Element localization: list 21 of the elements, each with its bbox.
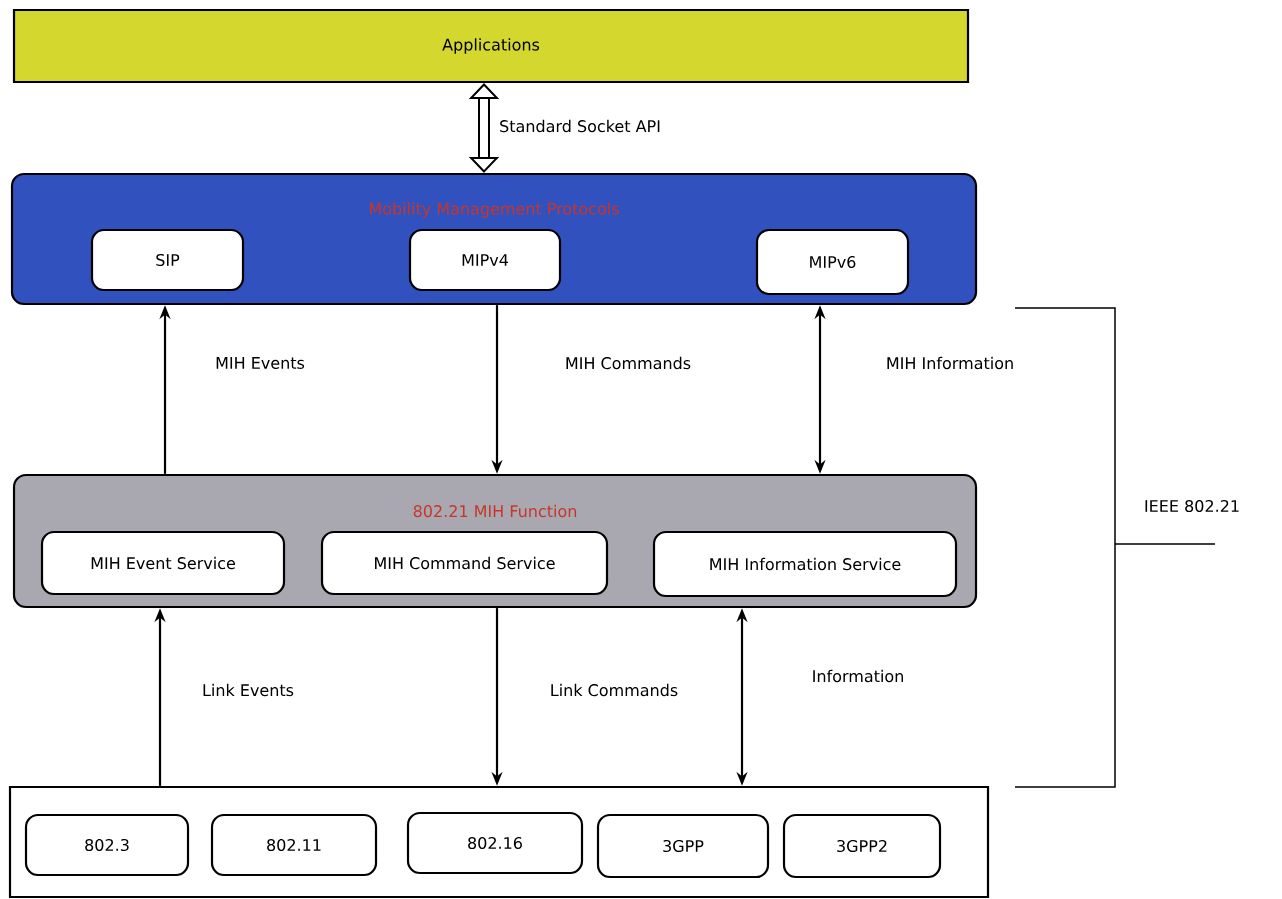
protocol-box: MIH Command Service [320,530,609,596]
edge-label: MIH Events [213,355,307,371]
protocol-box: 3GPP2 [782,813,942,879]
edge-label: Link Commands [547,681,681,699]
edge-label: MIH Commands [562,354,694,372]
protocol-box: MIH Information Service [652,530,958,598]
protocol-box: MIPv6 [755,228,910,296]
bracket-label: IEEE 802.21 [1145,499,1239,513]
layer-box: Applications [12,8,970,84]
protocol-box: 802.3 [24,813,190,877]
edge-label: Standard Socket API [497,117,663,135]
protocol-box: 802.16 [406,811,584,875]
protocol-box: MIPv4 [408,228,562,292]
protocol-box: 802.11 [210,813,378,877]
edge-label: Information [809,667,907,685]
protocol-box: MIH Event Service [40,530,286,596]
protocol-box: 3GPP [596,813,770,879]
edge-label: Link Events [200,681,296,699]
arrow [468,83,500,173]
protocol-box: SIP [90,228,245,292]
edge-label: MIH Information [883,354,1017,372]
